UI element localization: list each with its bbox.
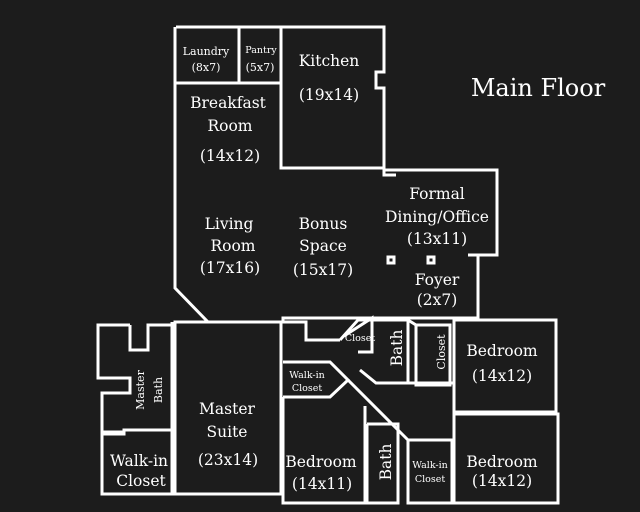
- master-suite-size: (23x14): [198, 451, 258, 469]
- closet-a-wall: [343, 315, 374, 354]
- walkin-se-wall: [406, 438, 454, 505]
- master-suite-label-1: Master: [199, 400, 255, 418]
- kitchen-size: (19x14): [299, 86, 359, 104]
- mid-walkin-wall: [283, 320, 340, 342]
- mid-bedroom-wall: [281, 397, 367, 505]
- closet-b-stub: [407, 318, 417, 327]
- laundry-size: (8x7): [192, 61, 221, 74]
- foyer-size: (2x7): [417, 291, 458, 309]
- dining-label-2: Dining/Office: [385, 208, 489, 226]
- bonus-label-1: Bonus: [299, 215, 348, 233]
- breakfast-size: (14x12): [200, 147, 260, 165]
- pillar-left: [386, 255, 396, 265]
- master-bath-wall: [96, 322, 174, 496]
- closet-b-label: Closet: [435, 334, 448, 370]
- bedroom-se-size: (14x12): [472, 472, 532, 490]
- bonus-label-2: Space: [299, 237, 347, 255]
- room-labels: Laundry (8x7) Pantry (5x7) Kitchen (19x1…: [110, 45, 538, 493]
- walls: [96, 25, 560, 505]
- dining-label-1: Formal: [409, 185, 465, 203]
- closet-b-wall: [414, 323, 452, 387]
- pillar-right: [426, 255, 436, 265]
- breakfast-label-2: Room: [207, 117, 252, 135]
- bedroom-ne-size: (14x12): [472, 367, 532, 385]
- laundry-label: Laundry: [183, 45, 230, 58]
- dining-wall: [382, 168, 396, 177]
- bath-lower-wall: [365, 422, 400, 505]
- living-label-1: Living: [205, 215, 254, 233]
- living-size: (17x16): [200, 259, 260, 277]
- bonus-size: (15x17): [293, 261, 353, 279]
- walkin-mid-label-2: Closet: [292, 383, 323, 394]
- walkin-master-label-1: Walk-in: [110, 452, 168, 470]
- bath-lower-label: Bath: [377, 444, 395, 481]
- closet-a-label: Closet: [345, 333, 376, 344]
- walkin-se-label-2: Closet: [415, 474, 446, 485]
- walkin-master-label-2: Closet: [116, 472, 166, 490]
- master-suite-wall: [173, 320, 283, 496]
- foyer-label: Foyer: [415, 271, 460, 289]
- bedroom-se-label: Bedroom: [466, 453, 538, 471]
- floor-title: Main Floor: [471, 74, 606, 102]
- bedroom-ne-wall: [452, 318, 558, 414]
- master-bath-label-2: Bath: [152, 377, 165, 403]
- master-bath-label-1: Master: [134, 369, 147, 409]
- kitchen-label: Kitchen: [299, 52, 360, 70]
- dining-size: (13x11): [407, 230, 467, 248]
- bedroom-se-wall: [452, 412, 560, 505]
- pantry-size: (5x7): [246, 61, 275, 74]
- master-bath-inner: [128, 323, 172, 352]
- breakfast-label-1: Breakfast: [190, 94, 267, 112]
- pantry-label: Pantry: [245, 45, 277, 56]
- living-label-2: Room: [210, 237, 255, 255]
- walkin-se-label-1: Walk-in: [412, 460, 448, 471]
- master-bath-lower: [122, 428, 172, 434]
- master-suite-label-2: Suite: [207, 423, 248, 441]
- walkin-mid-label-1: Walk-in: [289, 370, 325, 381]
- bath-upper-label: Bath: [388, 330, 406, 367]
- bedroom-mid-size: (14x11): [292, 475, 352, 493]
- kitchen-wall: [279, 27, 384, 170]
- bedroom-ne-label: Bedroom: [466, 342, 538, 360]
- bedroom-mid-label: Bedroom: [285, 453, 357, 471]
